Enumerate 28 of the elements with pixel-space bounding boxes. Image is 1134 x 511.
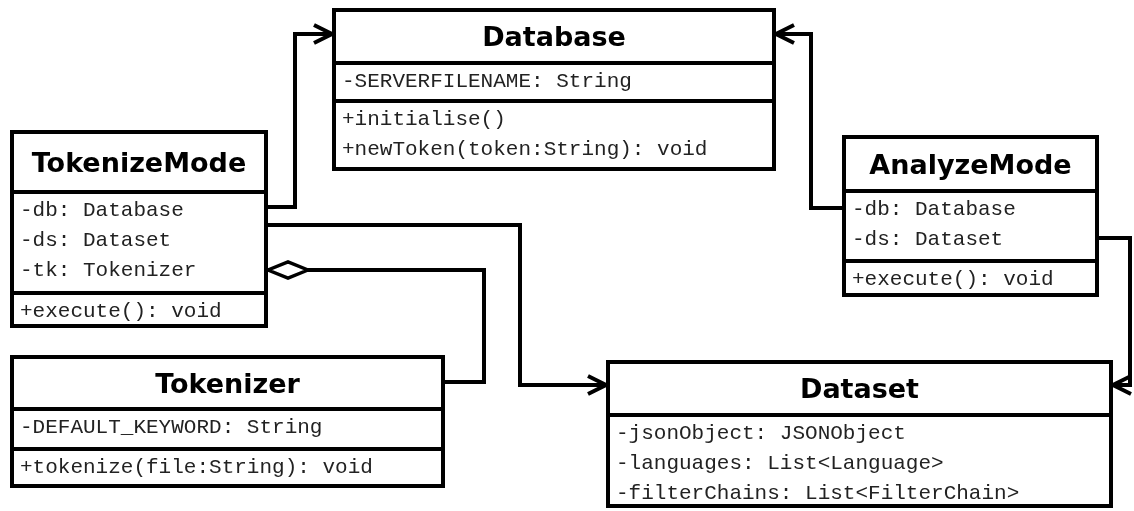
class-box xyxy=(332,8,776,171)
class-box xyxy=(10,130,268,328)
attribute-text: -languages: List<Language> xyxy=(616,451,944,477)
class-box xyxy=(10,355,445,488)
attribute-text: -jsonObject: JSONObject xyxy=(616,421,906,447)
attribute-text: -db: Database xyxy=(20,198,184,224)
class-name: TokenizeMode xyxy=(31,146,247,178)
attribute-text: -ds: Dataset xyxy=(20,228,172,254)
method-text: +execute(): void xyxy=(852,267,1054,293)
association-arrow xyxy=(1099,236,1133,396)
class-name: AnalyzeMode xyxy=(869,148,1072,180)
class-box xyxy=(842,135,1099,297)
class-name: Database xyxy=(482,21,626,52)
attribute-text: -SERVERFILENAME: String xyxy=(342,69,632,95)
class-name: Dataset xyxy=(799,373,920,404)
attribute-text: -ds: Dataset xyxy=(852,227,1004,253)
class-box xyxy=(606,360,1113,508)
association-arrow xyxy=(268,223,608,396)
attribute-text: -db: Database xyxy=(852,197,1016,223)
attribute-text: -tk: Tokenizer xyxy=(20,258,197,284)
attribute-text: -DEFAULT_KEYWORD: String xyxy=(20,415,323,441)
method-text: +execute(): void xyxy=(20,299,222,325)
attribute-text: -filterChains: List<FilterChain> xyxy=(616,481,1020,507)
class-name: Tokenizer xyxy=(155,367,300,399)
method-text: +initialise() xyxy=(342,107,506,133)
method-text: +newToken(token:String): void xyxy=(342,137,708,163)
association-arrow xyxy=(268,23,334,209)
method-text: +tokenize(file:String): void xyxy=(20,455,373,481)
